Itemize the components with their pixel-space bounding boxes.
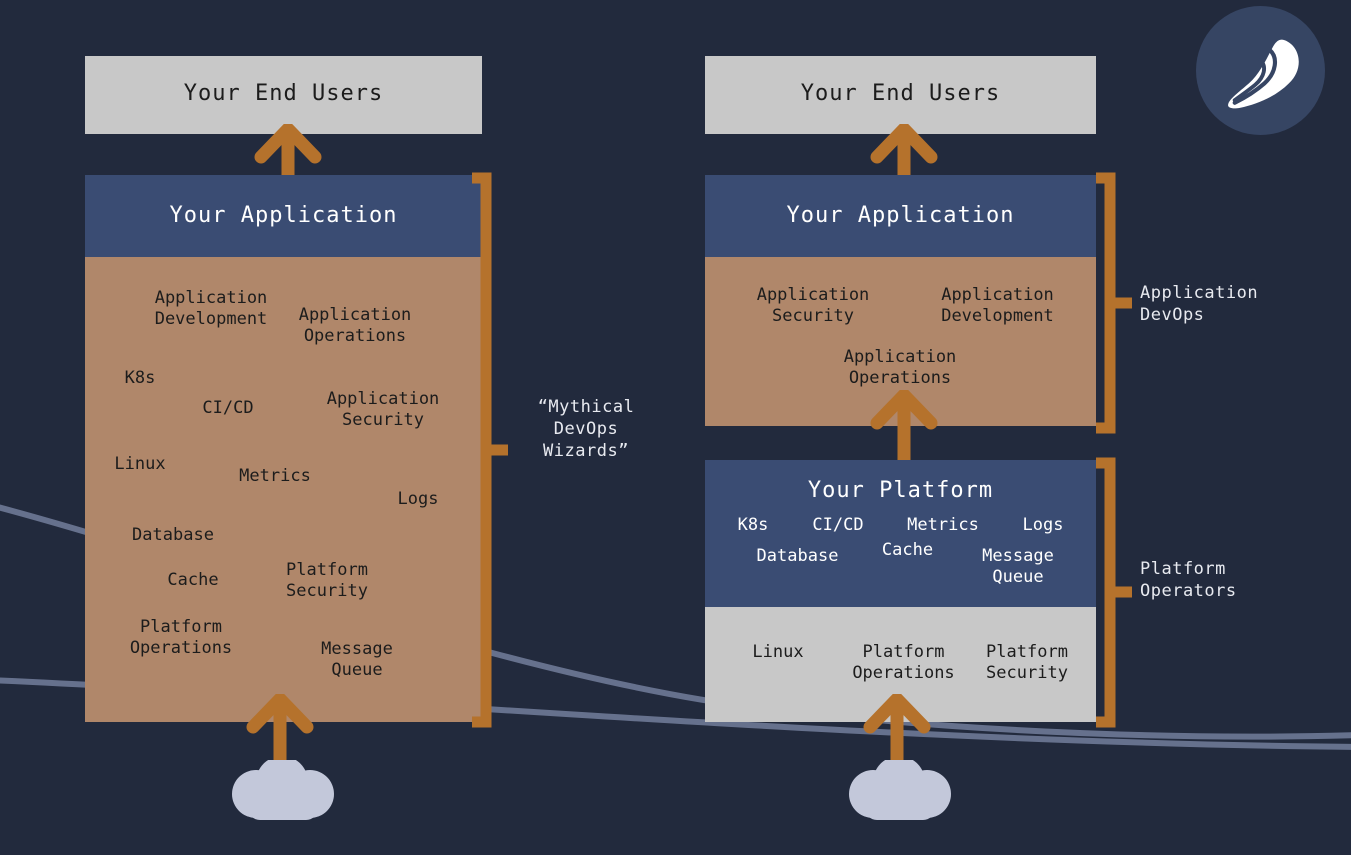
pool-tag-k8s: K8s [124,368,156,388]
pool-tag-cache: Cache [167,570,219,590]
shell-swoosh-icon [1228,39,1299,109]
infra-tag-platform-security: Platform Security [986,642,1068,683]
right-bracket-label-application-devops: Application DevOps [1140,283,1259,326]
pool-tag-app-security: Application Security [326,389,440,430]
left-arrow-cloud-to-pool [246,694,314,766]
app-tag-development: Application Development [941,285,1054,326]
platform-tag-database: Database [756,546,839,566]
right-arrow-platform-to-app [870,390,938,462]
pool-tag-cicd: CI/CD [202,398,254,418]
left-application-box: Your Application [85,175,482,257]
pool-tag-database: Database [132,525,214,545]
right-platform-label: Your Platform [807,478,994,503]
pool-tag-platform-operations: Platform Operations [129,617,233,658]
right-platform-box: Your Platform K8s CI/CD Metrics Logs Dat… [705,460,1096,607]
right-application-box: Your Application [705,175,1096,257]
platform-tag-k8s: K8s [737,515,769,535]
left-bracket-label: “Mythical DevOps Wizards” [537,397,635,462]
right-cloud-icon [849,760,951,820]
pool-tag-platform-security: Platform Security [286,560,368,601]
platform-tag-metrics: Metrics [907,515,979,535]
left-cloud-icon [232,760,334,820]
right-bracket-application-devops [1096,172,1132,434]
platform-tag-message-queue: Message Queue [982,546,1054,587]
platform-tag-logs: Logs [1022,515,1064,535]
infra-tag-linux: Linux [752,642,804,662]
left-bracket [472,172,508,728]
left-mixed-pool-box: Application Development Application Oper… [85,257,482,722]
right-arrow-cloud-to-infra [863,694,931,766]
app-tag-operations: Application Operations [843,347,957,388]
pool-tag-message-queue: Message Queue [321,639,393,680]
right-end-users-box: Your End Users [705,56,1096,134]
left-end-users-box: Your End Users [85,56,482,134]
app-tag-security: Application Security [756,285,870,326]
right-bracket-platform-operators [1096,457,1132,728]
platform-tag-cicd: CI/CD [812,515,864,535]
pool-tag-linux: Linux [114,454,166,474]
pool-tag-app-development: Application Development [154,288,268,329]
left-end-users-label: Your End Users [183,81,384,106]
infra-tag-platform-operations: Platform Operations [852,642,955,683]
right-application-label: Your Application [786,203,1015,228]
left-application-label: Your Application [169,203,398,228]
pool-tag-app-operations: Application Operations [298,305,412,346]
brand-logo-circle [1196,6,1325,135]
right-end-users-label: Your End Users [800,81,1001,106]
pool-tag-logs: Logs [397,489,439,509]
pool-tag-metrics: Metrics [239,466,311,486]
platform-tag-cache: Cache [881,540,934,560]
right-bracket-label-platform-operators: Platform Operators [1140,559,1237,602]
